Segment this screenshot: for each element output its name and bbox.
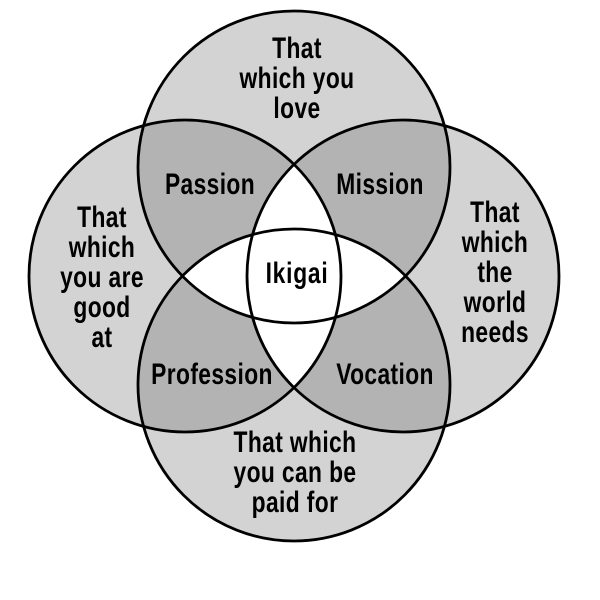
label-circle-world-needs: That which the world needs <box>461 196 529 349</box>
label-overlap-passion: Passion <box>164 168 256 201</box>
label-overlap-mission: Mission <box>336 168 424 201</box>
venn-circle-outlines <box>27 9 561 543</box>
label-circle-paid-for: That which you can be paid for <box>233 426 357 519</box>
label-center-ikigai: Ikigai <box>265 257 329 290</box>
label-overlap-profession: Profession <box>151 358 273 391</box>
label-circle-good-at: That which you are good at <box>60 201 144 354</box>
circle-paid-for-outline <box>136 227 452 543</box>
circle-love-outline <box>136 9 452 325</box>
label-overlap-vocation: Vocation <box>336 358 434 391</box>
circle-world-needs-outline <box>245 118 561 434</box>
circle-good-at-outline <box>27 118 343 434</box>
label-circle-love: That which you love <box>239 32 355 125</box>
